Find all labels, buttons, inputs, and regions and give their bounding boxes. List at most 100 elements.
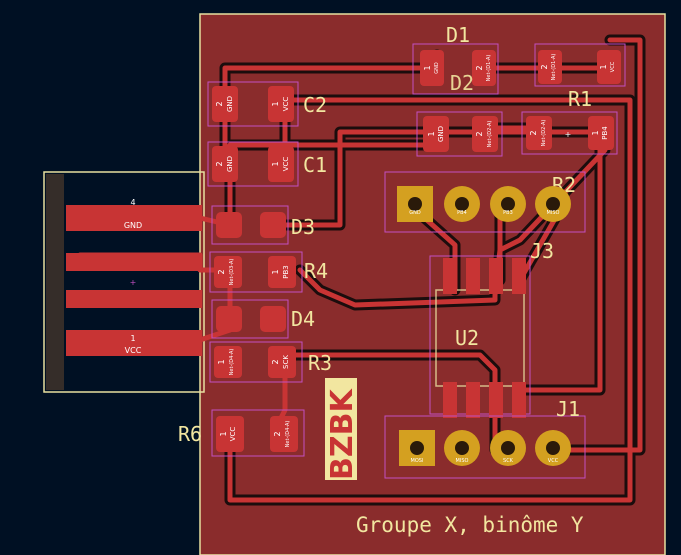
r1-pad-2 bbox=[538, 50, 562, 84]
r2-center-cross: + bbox=[565, 130, 572, 139]
d3-pad-2 bbox=[260, 212, 286, 238]
c2-pad-1-net: VCC bbox=[282, 97, 290, 112]
r1-pad-1 bbox=[597, 50, 621, 84]
d2-pad-2-net: Net-(D2-A) bbox=[487, 121, 493, 148]
u2-pin-8 bbox=[443, 382, 457, 418]
r3-pad-2 bbox=[268, 346, 296, 378]
d2-pad-2 bbox=[472, 116, 498, 152]
r4-pad-1-net: PB3 bbox=[282, 265, 290, 278]
d2-pad-1-net: GND bbox=[437, 126, 445, 142]
c1-pad-2 bbox=[212, 146, 238, 182]
c1-pad-2-net: GND bbox=[226, 156, 234, 172]
ref-r6: R6 bbox=[178, 422, 202, 446]
c1-pad-2-number: 2 bbox=[215, 161, 224, 166]
r1-pad-2-number: 2 bbox=[540, 64, 549, 69]
ref-j1: J1 bbox=[556, 397, 580, 421]
footprint-d2: 1 GND 2 Net-(D2-A) bbox=[416, 111, 503, 157]
u2-pin-7 bbox=[466, 382, 480, 418]
ref-c1: C1 bbox=[303, 153, 327, 177]
usb-gnd-label: GND bbox=[124, 221, 142, 230]
j3-pin-4-net: MISO bbox=[547, 210, 560, 216]
u2-pin-2 bbox=[466, 258, 480, 294]
r6-pad-2 bbox=[270, 416, 298, 452]
c2-pad-1-number: 1 bbox=[271, 101, 280, 106]
footprint-r3: 1 Net-(D4-A) 2 SCK R3 bbox=[209, 341, 332, 383]
ref-c2: C2 bbox=[303, 93, 327, 117]
d1-pad-1-number: 1 bbox=[423, 65, 432, 70]
footprint-j3: GND PB4 PB3 MISO J3 bbox=[384, 171, 586, 263]
u2-pin-1 bbox=[443, 258, 457, 294]
r6-pad-2-net: Net-(D4-A) bbox=[285, 421, 291, 448]
footprint-d1: 1 GND 2 Net-(D1-A) D1 D2 bbox=[412, 23, 499, 95]
j3-pin-3-net: PB3 bbox=[503, 210, 513, 216]
usb-pad-dminus bbox=[66, 253, 202, 271]
r3-pad-1 bbox=[214, 346, 242, 378]
ref-d3: D3 bbox=[291, 215, 315, 239]
c2-pad-2-number: 2 bbox=[215, 101, 224, 106]
d1-pad-1 bbox=[420, 50, 444, 86]
r3-pad-1-number: 1 bbox=[217, 359, 226, 364]
d1-pad-2-net: Net-(D1-A) bbox=[486, 55, 492, 82]
board-title-text: Groupe X, binôme Y bbox=[356, 513, 584, 537]
r6-pad-1-number: 1 bbox=[219, 431, 228, 436]
r1-pad-1-number: 1 bbox=[599, 64, 608, 69]
ref-u2: U2 bbox=[455, 326, 479, 350]
footprint-c1: 2 GND 1 VCC C1 bbox=[207, 141, 327, 187]
footprint-d3: D3 bbox=[211, 205, 315, 245]
j3-pin-1-net: GND bbox=[409, 210, 421, 216]
footprint-d4: D4 bbox=[211, 299, 315, 339]
usb-vcc-label: VCC bbox=[125, 346, 142, 355]
r4-pad-2 bbox=[214, 256, 242, 288]
r2-pad-1 bbox=[588, 116, 614, 150]
d4-pad-2 bbox=[260, 306, 286, 332]
u2-pin-6 bbox=[489, 382, 503, 418]
logo-text: BZBK bbox=[325, 388, 360, 480]
usb-vcc-pin-number: 1 bbox=[130, 334, 135, 343]
usb-gnd-pin-number: 4 bbox=[130, 198, 135, 207]
ref-r4: R4 bbox=[304, 259, 328, 283]
bzbk-logo: BZBK bbox=[325, 378, 360, 480]
footprint-r4: 2 Net-(D3-A) 1 PB3 R4 bbox=[209, 251, 328, 293]
footprint-u2: U2 bbox=[429, 255, 531, 418]
u2-pin-3 bbox=[489, 258, 503, 294]
r4-pad-2-number: 2 bbox=[217, 269, 226, 274]
footprint-r1: 2 Net-(D1-A) 1 VCC R1 bbox=[534, 43, 626, 111]
r2-pad-2-number: 2 bbox=[529, 130, 538, 135]
d2-pad-1 bbox=[423, 116, 449, 152]
ref-d1: D1 bbox=[446, 23, 470, 47]
d2-pad-2-number: 2 bbox=[475, 131, 484, 136]
ref-r1: R1 bbox=[568, 87, 592, 111]
c2-pad-1 bbox=[268, 86, 294, 122]
r3-pad-2-net: SCK bbox=[282, 355, 290, 369]
ref-d4: D4 bbox=[291, 307, 315, 331]
r4-pad-2-net: Net-(D3-A) bbox=[229, 259, 235, 286]
u2-pin-4 bbox=[512, 258, 526, 294]
d2-pad-1-number: 1 bbox=[427, 131, 436, 136]
d1-pad-2-number: 2 bbox=[475, 65, 484, 70]
usb-center-cross: + bbox=[130, 278, 137, 287]
r2-pad-2-net: Net-(D2-A) bbox=[541, 120, 547, 147]
j1-pin-3-net: SCK bbox=[503, 458, 514, 464]
usb-connector-outline bbox=[43, 171, 205, 393]
c1-pad-1 bbox=[268, 146, 294, 182]
footprint-r6: 1 VCC 2 Net-(D4-A) R6 bbox=[178, 409, 305, 457]
d1-pad-1-net: GND bbox=[434, 62, 440, 74]
usb-connector-hatch bbox=[46, 174, 64, 390]
r6-pad-1-net: VCC bbox=[229, 427, 237, 442]
r2-pad-1-net: PB4 bbox=[601, 126, 609, 140]
c1-pad-1-net: VCC bbox=[282, 157, 290, 172]
d4-pad-1 bbox=[216, 306, 242, 332]
d3-pad-1 bbox=[216, 212, 242, 238]
r6-pad-1 bbox=[216, 416, 244, 452]
ref-d2-hidden: D2 bbox=[450, 71, 474, 95]
j1-pin-2-net: MISO bbox=[456, 458, 469, 464]
r6-pad-2-number: 2 bbox=[273, 431, 282, 436]
j3-pin-2-net: PB4 bbox=[457, 210, 467, 216]
usb-pad-gnd bbox=[66, 205, 202, 231]
r1-pad-2-net: Net-(D1-A) bbox=[551, 54, 557, 81]
footprint-j1: MOSI MISO SCK VCC J1 bbox=[384, 397, 586, 479]
d1-pad-2 bbox=[472, 50, 496, 86]
r4-pad-1 bbox=[268, 256, 296, 288]
